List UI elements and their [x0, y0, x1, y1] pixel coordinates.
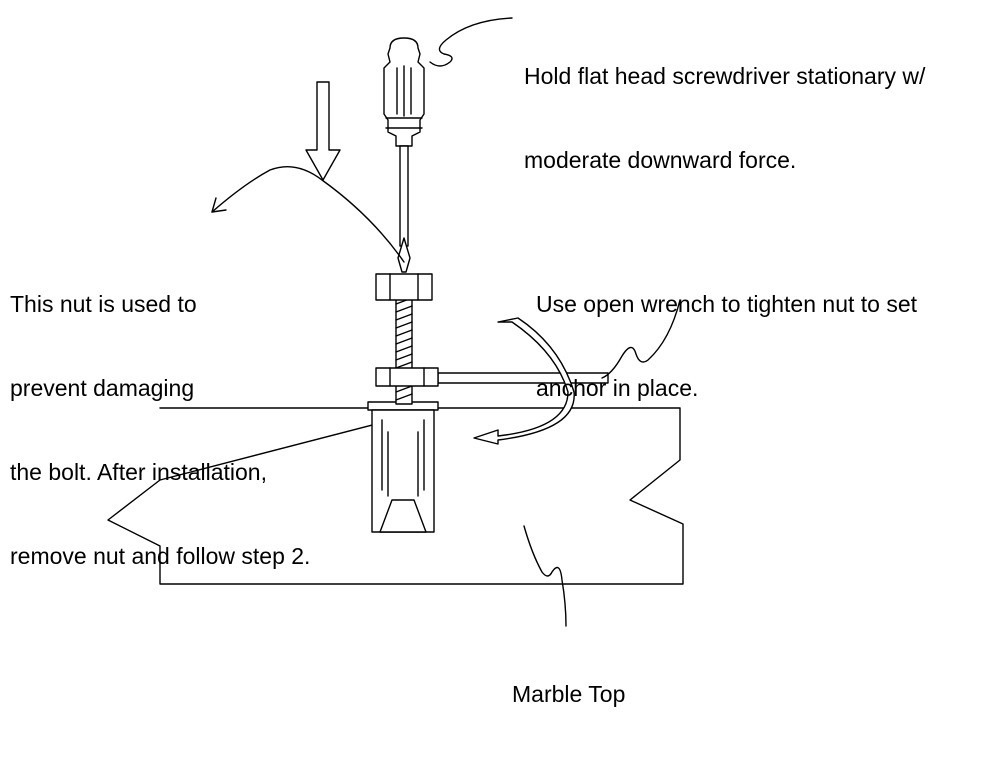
marble-leader [523, 525, 567, 627]
protective-nut [375, 273, 433, 301]
wrench-instruction: Use open wrench to tighten nut to set an… [536, 234, 917, 458]
screwdriver-instruction-line: Hold flat head screwdriver stationary w/ [524, 63, 926, 89]
downward-force-arrow [305, 81, 341, 181]
nut-instruction-line: This nut is used to [10, 291, 197, 317]
nut-instruction: This nut is used to prevent damaging the… [10, 234, 310, 626]
anchor-installation-diagram: Hold flat head screwdriver stationary w/… [10, 6, 925, 707]
nut-instruction-line: the bolt. After installation, [10, 459, 267, 485]
marble-top-label: Marble Top [512, 624, 625, 764]
diagram-drawing [107, 17, 684, 627]
anchor [367, 401, 439, 533]
nut-instruction-line: prevent damaging [10, 375, 195, 401]
nut-instruction-line: remove nut and follow step 2. [10, 543, 311, 569]
wrench-instruction-line: anchor in place. [536, 375, 699, 401]
wrench-leader [601, 299, 681, 379]
screwdriver [383, 37, 425, 273]
rotation-arrow [473, 317, 575, 445]
lower-nut [375, 367, 439, 387]
wrench-instruction-line: Use open wrench to tighten nut to set [536, 291, 918, 317]
screwdriver-leader [429, 17, 513, 67]
nut-leader-arrowhead [211, 197, 227, 213]
wrench [375, 367, 609, 387]
screwdriver-instruction-line: moderate downward force. [524, 147, 797, 173]
nut-leader [211, 166, 405, 263]
screwdriver-shaft [399, 145, 409, 247]
anchor-expander-cone [379, 499, 427, 533]
screwdriver-instruction: Hold flat head screwdriver stationary w/… [524, 6, 925, 230]
screwdriver-tip [397, 237, 411, 273]
marble-top-label-text: Marble Top [512, 681, 626, 707]
